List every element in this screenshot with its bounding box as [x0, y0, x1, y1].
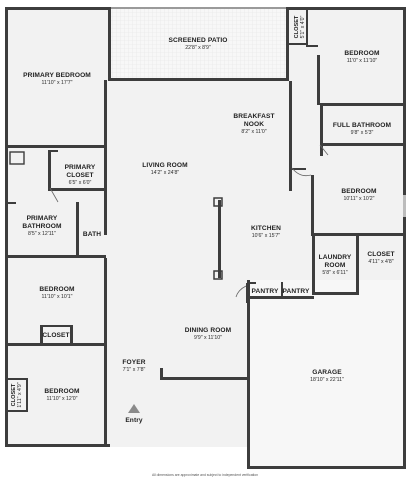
- label-garage: GARAGE: [312, 369, 342, 376]
- entry-arrow-icon: [128, 404, 140, 413]
- dims-closet-top: 5'1" x 4'0": [300, 16, 306, 39]
- label-closet-right: CLOSET: [367, 251, 394, 258]
- label-full-bathroom: FULL BATHROOM: [333, 122, 392, 129]
- footnote: All dimensions are approximate and subje…: [152, 473, 258, 477]
- label-pantry-right: PANTRY: [283, 288, 310, 295]
- label-breakfast-nook-2: NOOK: [244, 121, 264, 128]
- label-primary-closet-1: PRIMARY: [65, 164, 96, 171]
- patio-screen-floor: [109, 9, 287, 80]
- door-swings: [49, 144, 329, 298]
- label-closet-sw: CLOSET: [11, 383, 17, 406]
- dims-primary-bedroom: 11'10" x 17'7": [42, 80, 73, 86]
- label-pantry-left: PANTRY: [252, 288, 279, 295]
- exterior-walls: [5, 7, 406, 469]
- dims-closet-sw: 1'11" x 4'9": [17, 382, 23, 407]
- label-bath: BATH: [83, 231, 101, 238]
- dims-garage: 18'10" x 22'11": [310, 377, 344, 383]
- dims-breakfast-nook: 8'2" x 11'0": [241, 129, 266, 135]
- label-living-room: LIVING ROOM: [142, 162, 188, 169]
- dims-bedroom-w: 11'10" x 10'1": [42, 294, 73, 300]
- label-primary-bathroom-2: BATHROOM: [22, 223, 62, 230]
- label-kitchen: KITCHEN: [251, 225, 281, 232]
- label-breakfast-nook-1: BREAKFAST: [233, 113, 274, 120]
- entry-label: Entry: [125, 417, 143, 424]
- label-screened-patio: SCREENED PATIO: [168, 37, 227, 44]
- dims-laundry-room: 5'8" x 6'11": [322, 270, 347, 276]
- label-bedroom-e: BEDROOM: [341, 188, 377, 195]
- label-bedroom-ne: BEDROOM: [344, 50, 380, 57]
- label-primary-bathroom-1: PRIMARY: [27, 215, 58, 222]
- label-dining-room: DINING ROOM: [185, 327, 232, 334]
- dims-living-room: 14'2" x 24'8": [151, 170, 180, 176]
- label-bedroom-w: BEDROOM: [39, 286, 75, 293]
- dims-kitchen: 10'6" x 15'7": [252, 233, 281, 239]
- label-laundry-room-1: LAUNDRY: [319, 254, 352, 261]
- dims-primary-closet: 6'5" x 6'0": [69, 180, 92, 186]
- entry-marker: Entry: [125, 404, 143, 424]
- label-foyer: FOYER: [122, 359, 145, 366]
- label-laundry-room-2: ROOM: [325, 262, 346, 269]
- dims-closet-right: 4'11" x 4'8": [368, 259, 393, 265]
- label-closet-mid: CLOSET: [42, 332, 69, 339]
- label-primary-closet-2: CLOSET: [66, 172, 93, 179]
- dims-primary-bathroom: 8'5" x 12'11": [28, 231, 56, 237]
- dims-dining-room: 9'9" x 11'10": [194, 335, 222, 341]
- dims-screened-patio: 22'8" x 8'9": [185, 45, 211, 51]
- dims-bedroom-ne: 11'0" x 11'10": [347, 58, 378, 64]
- dims-bedroom-e: 10'11" x 10'2": [344, 196, 375, 202]
- kitchen-island: [213, 197, 223, 280]
- dims-foyer: 7'1" x 7'8": [123, 367, 146, 373]
- dims-bedroom-sw: 11'10" x 12'0": [47, 396, 78, 402]
- garage-floor: [248, 280, 405, 468]
- label-closet-top: CLOSET: [294, 15, 300, 38]
- room-labels: SCREENED PATIO 22'8" x 8'9" PRIMARY BEDR…: [11, 15, 395, 408]
- interior-walls: [6, 7, 406, 447]
- dims-full-bathroom: 9'8" x 5'3": [351, 130, 374, 136]
- label-primary-bedroom: PRIMARY BEDROOM: [23, 72, 91, 79]
- label-bedroom-sw: BEDROOM: [44, 388, 80, 395]
